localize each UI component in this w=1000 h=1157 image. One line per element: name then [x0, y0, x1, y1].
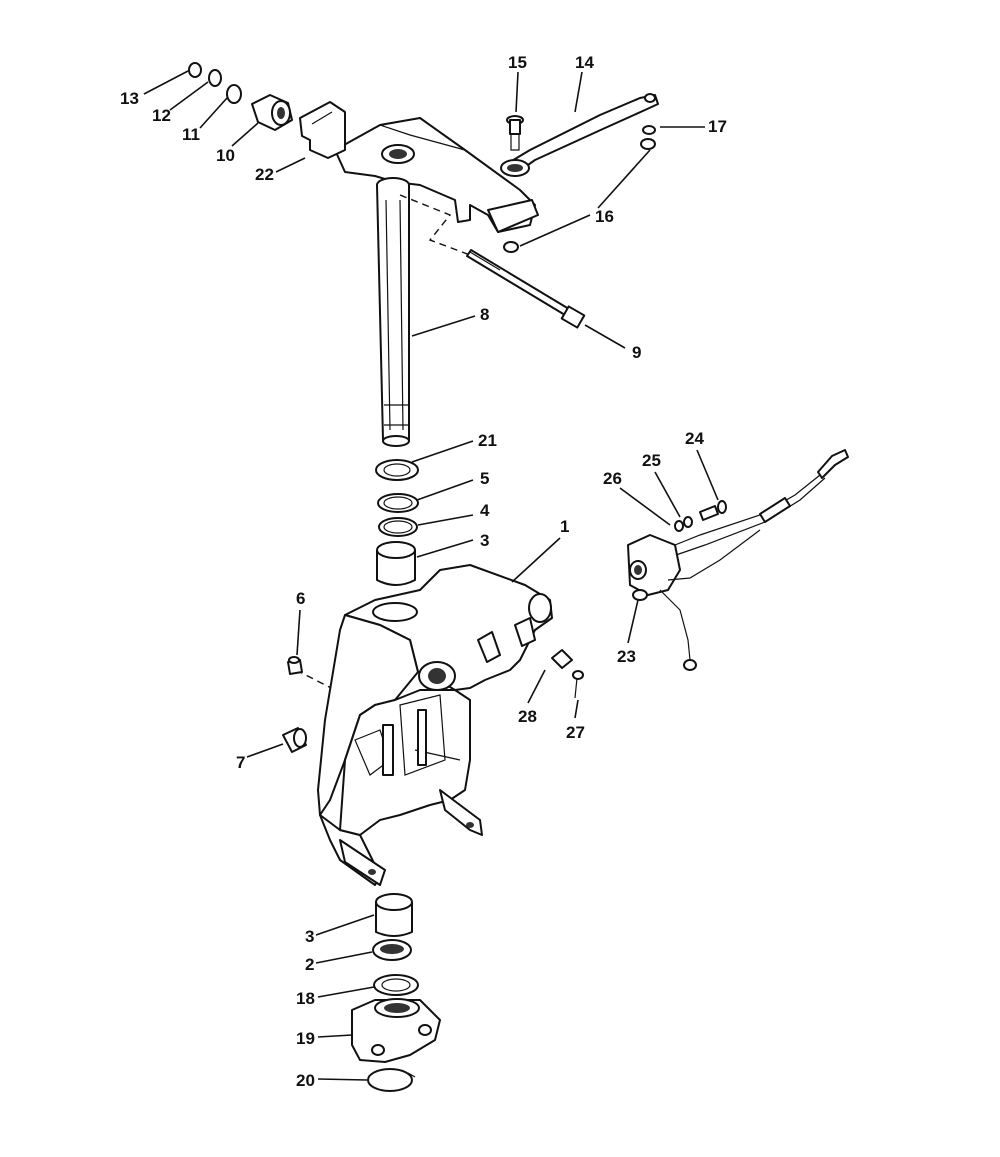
callout-8: 8 [480, 305, 489, 324]
bushing-3-upper [376, 541, 416, 586]
retaining-ring-20 [367, 1068, 416, 1092]
leader-lines [143, 70, 719, 1081]
callout-26: 26 [603, 469, 622, 488]
callout-14: 14 [575, 53, 594, 72]
callout-9: 9 [632, 343, 641, 362]
swivel-bracket [317, 564, 553, 886]
callout-12: 12 [152, 106, 171, 125]
long-bolt-9 [466, 249, 586, 329]
callout-4: 4 [480, 501, 490, 520]
callout-27: 27 [566, 723, 585, 742]
bushing-7 [282, 727, 307, 753]
callout-labels: 1 2 3 3 4 5 6 7 8 9 10 11 12 13 14 15 16… [120, 53, 727, 1090]
callout-21: 21 [478, 431, 497, 450]
callout-2: 2 [305, 955, 314, 974]
callout-17: 17 [708, 117, 727, 136]
callout-23: 23 [617, 647, 636, 666]
bushing-10 [251, 94, 293, 131]
callout-3-upper: 3 [480, 531, 489, 550]
bolt-15 [506, 115, 524, 151]
bushing-3-lower [375, 893, 413, 937]
callout-25: 25 [642, 451, 661, 470]
alignment-line [399, 194, 471, 256]
callout-5: 5 [480, 469, 489, 488]
steering-tube [376, 177, 410, 447]
callout-20: 20 [296, 1071, 315, 1090]
steering-arm [500, 93, 659, 177]
callout-18: 18 [296, 989, 315, 1008]
callout-11: 11 [182, 125, 200, 144]
washer-4 [378, 517, 418, 537]
seal-2 [372, 939, 412, 961]
washers-11-13 [188, 62, 242, 104]
callout-28: 28 [518, 707, 537, 726]
seal-5 [377, 493, 419, 513]
swivel-head-bracket [299, 101, 539, 233]
steering-yoke-19 [351, 998, 441, 1063]
callout-1: 1 [560, 517, 569, 536]
callout-3-lower: 3 [305, 927, 314, 946]
washers-16-17 [503, 125, 656, 253]
callout-15: 15 [508, 53, 527, 72]
callout-6: 6 [296, 589, 305, 608]
screw-27-clip-28 [551, 649, 584, 699]
callout-19: 19 [296, 1029, 315, 1048]
callout-24: 24 [685, 429, 704, 448]
callout-13: 13 [120, 89, 139, 108]
callout-16: 16 [595, 207, 614, 226]
callout-10: 10 [216, 146, 235, 165]
alignment-line [295, 669, 336, 691]
washer-18 [373, 974, 419, 996]
screw-24-washers [674, 500, 727, 532]
washer-21 [375, 459, 419, 481]
callout-22: 22 [255, 165, 274, 184]
callout-7: 7 [236, 753, 245, 772]
trim-sender-23 [627, 449, 849, 671]
grease-fitting-6 [287, 656, 303, 675]
